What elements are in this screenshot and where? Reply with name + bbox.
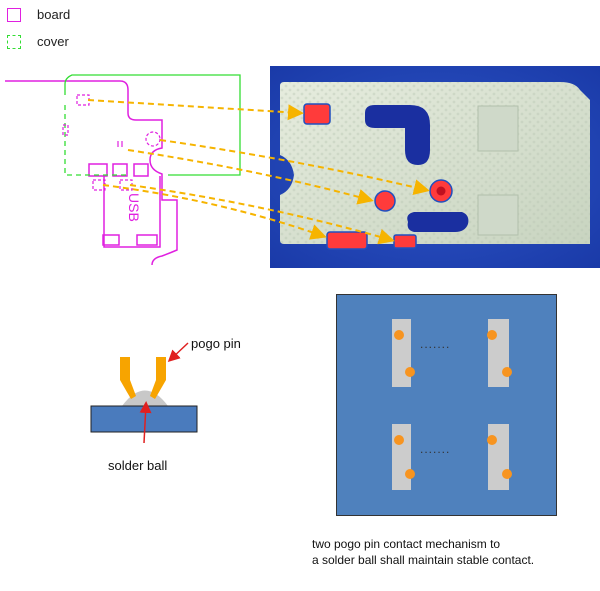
substrate bbox=[90, 405, 198, 433]
legend: board cover bbox=[0, 0, 120, 60]
arrow-5 bbox=[129, 184, 395, 245]
arrow-4 bbox=[102, 184, 327, 240]
solder-ball-pointer bbox=[139, 401, 152, 444]
pogo-pin-pointer bbox=[167, 342, 189, 363]
solder-ball-label: solder ball bbox=[108, 458, 168, 473]
contact-point bbox=[394, 330, 404, 340]
contact-grid-panel: ....... ....... bbox=[336, 294, 557, 516]
usb-label: USB bbox=[126, 193, 142, 222]
pogo-pin-right bbox=[150, 357, 166, 399]
pogo-pin-left bbox=[120, 357, 136, 399]
caption: two pogo pin contact mechanism to a sold… bbox=[312, 536, 600, 568]
pad-bottom-right bbox=[488, 424, 509, 490]
pogo-pin-label: pogo pin bbox=[191, 336, 241, 351]
ellipsis-top: ....... bbox=[420, 337, 451, 351]
arrow-2 bbox=[159, 139, 430, 196]
caption-line-2: a solder ball shall maintain stable cont… bbox=[312, 553, 535, 567]
contact-point bbox=[405, 469, 415, 479]
ellipsis-bottom: ....... bbox=[420, 442, 451, 456]
arrow-1 bbox=[87, 99, 304, 121]
contact-point bbox=[487, 330, 497, 340]
caption-line-1: two pogo pin contact mechanism to bbox=[312, 537, 501, 551]
arrow-3 bbox=[127, 149, 374, 205]
contact-point bbox=[405, 367, 415, 377]
cover-photo bbox=[270, 66, 600, 268]
pogo-pin-diagram bbox=[90, 342, 198, 444]
contact-point bbox=[394, 435, 404, 445]
contact-point bbox=[502, 367, 512, 377]
board-legend-swatch bbox=[7, 8, 21, 22]
mapping-arrows bbox=[87, 99, 430, 245]
cover-outline bbox=[64, 74, 241, 176]
layout-drawing: USB bbox=[5, 66, 600, 268]
contact-point bbox=[502, 469, 512, 479]
contact-point bbox=[487, 435, 497, 445]
board-outline: USB bbox=[5, 80, 178, 266]
board-hatch-marks bbox=[117, 141, 123, 147]
cover-legend-label: cover bbox=[37, 34, 69, 49]
cover-legend-swatch bbox=[7, 35, 21, 49]
pad-bottom-left bbox=[392, 424, 411, 490]
board-legend-label: board bbox=[37, 7, 71, 22]
